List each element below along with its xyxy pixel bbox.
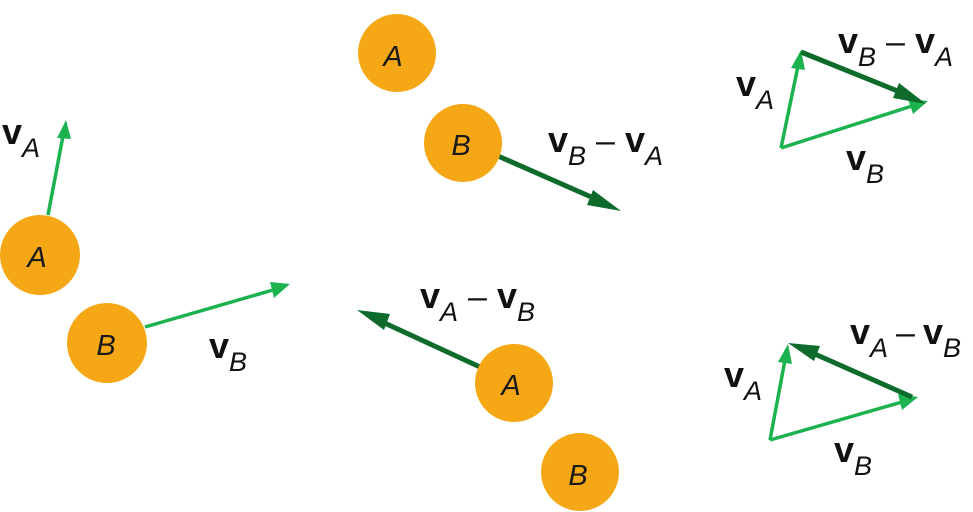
relative-velocity-b-arrow-head	[587, 190, 621, 211]
ball-a	[0, 215, 80, 295]
relative-velocity-a-arrow-shaft	[376, 317, 482, 370]
ball-b	[67, 303, 147, 383]
triangle-bottom-vb-shaft	[769, 400, 903, 442]
triangle-top-label-va: vA	[736, 63, 774, 115]
ball-a-label: A	[25, 242, 46, 274]
ball-b-frame-a-label: B	[451, 130, 470, 162]
ball-a-frame-b	[475, 344, 553, 422]
ball-a-frame-a	[358, 14, 436, 92]
triangle-top-vb-shaft	[780, 104, 913, 150]
ball-b-label: B	[96, 330, 115, 362]
ball-a-frame-b-label: A	[499, 370, 520, 402]
velocity-a-arrow-head	[57, 120, 71, 139]
panel-frame-of-b: A B vA–vB	[357, 275, 619, 511]
triangle-bottom-va-head	[778, 344, 792, 364]
panel-original-velocities: A B vA vB	[0, 111, 290, 383]
triangle-bottom-label-va-minus-vb: vA–vB	[850, 311, 961, 363]
velocity-a-arrow-shaft	[46, 135, 65, 216]
triangle-bottom-vb-head	[898, 394, 918, 410]
relative-velocity-a-arrow-head	[357, 310, 390, 330]
triangle-bottom-label-va: vA	[724, 354, 762, 406]
triangle-top-label-vb: vB	[846, 137, 884, 189]
ball-b-frame-b	[541, 433, 619, 511]
ball-a-frame-a-label: A	[381, 41, 402, 73]
triangle-bottom-label-vb: vB	[834, 429, 872, 481]
triangle-vb-minus-va: vA vB vB–vA	[736, 20, 953, 189]
triangle-va-minus-vb: vA vB vA–vB	[724, 311, 961, 481]
ball-b-frame-b-label: B	[568, 460, 587, 492]
ball-b-frame-a	[424, 104, 502, 182]
velocity-b-arrow-shaft	[144, 288, 274, 329]
label-v-a: vA	[2, 111, 40, 163]
triangle-bottom-difference-shaft	[806, 348, 914, 400]
triangle-bottom-va-shaft	[768, 359, 787, 441]
triangle-top-label-vb-minus-va: vB–vA	[838, 20, 953, 72]
relative-velocity-b-arrow-shaft	[496, 153, 600, 203]
triangle-top-difference-head	[893, 83, 926, 104]
triangle-top-difference-shaft	[800, 49, 906, 97]
label-vb-minus-va: vB–vA	[548, 119, 663, 171]
label-v-b: vB	[209, 325, 247, 377]
velocity-b-arrow-head	[270, 282, 290, 298]
triangle-bottom-difference-head	[788, 343, 820, 361]
triangle-top-va-head	[791, 50, 805, 70]
label-va-minus-vb: vA–vB	[420, 275, 535, 327]
panel-frame-of-a: A B vB–vA	[358, 14, 663, 211]
triangle-top-va-shaft	[779, 65, 800, 149]
